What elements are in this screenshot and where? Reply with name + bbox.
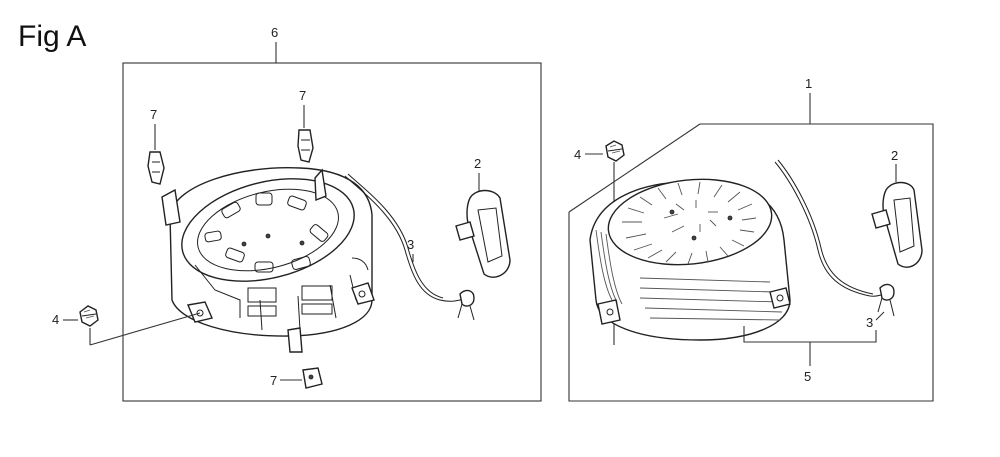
callout-2-right: 2 (891, 148, 898, 163)
left-clip-a (147, 151, 165, 185)
callout-2-left: 2 (474, 156, 481, 171)
left-panel: 6 (52, 25, 542, 402)
callout-4-left: 4 (52, 312, 59, 327)
left-clip-b (297, 129, 314, 163)
left-rope-knot (459, 289, 475, 307)
right-starter-cover (589, 178, 791, 341)
callout-1: 1 (805, 76, 812, 91)
right-rope-knot (879, 283, 895, 301)
right-panel-frame (568, 123, 934, 402)
left-starter-housing (161, 167, 375, 353)
callout-7b: 7 (299, 88, 306, 103)
callout-4-right: 4 (574, 147, 581, 162)
callout-3-right: 3 (866, 315, 873, 330)
right-starter-grip (871, 181, 923, 268)
callout-3-left: 3 (407, 237, 414, 252)
left-panel-frame (122, 62, 542, 402)
leader-nut-to-housing (89, 312, 201, 346)
right-nut (605, 140, 625, 162)
right-starter-rope (774, 161, 889, 297)
callout-7c: 7 (270, 373, 277, 388)
left-nut (79, 305, 99, 327)
callout-5: 5 (804, 369, 811, 384)
figure-title: Fig A (18, 20, 86, 53)
callout-6: 6 (271, 25, 278, 40)
callout-7a: 7 (150, 107, 157, 122)
left-starter-rope (344, 175, 469, 302)
right-panel: 1 4 (568, 76, 934, 402)
left-starter-grip (455, 189, 511, 278)
